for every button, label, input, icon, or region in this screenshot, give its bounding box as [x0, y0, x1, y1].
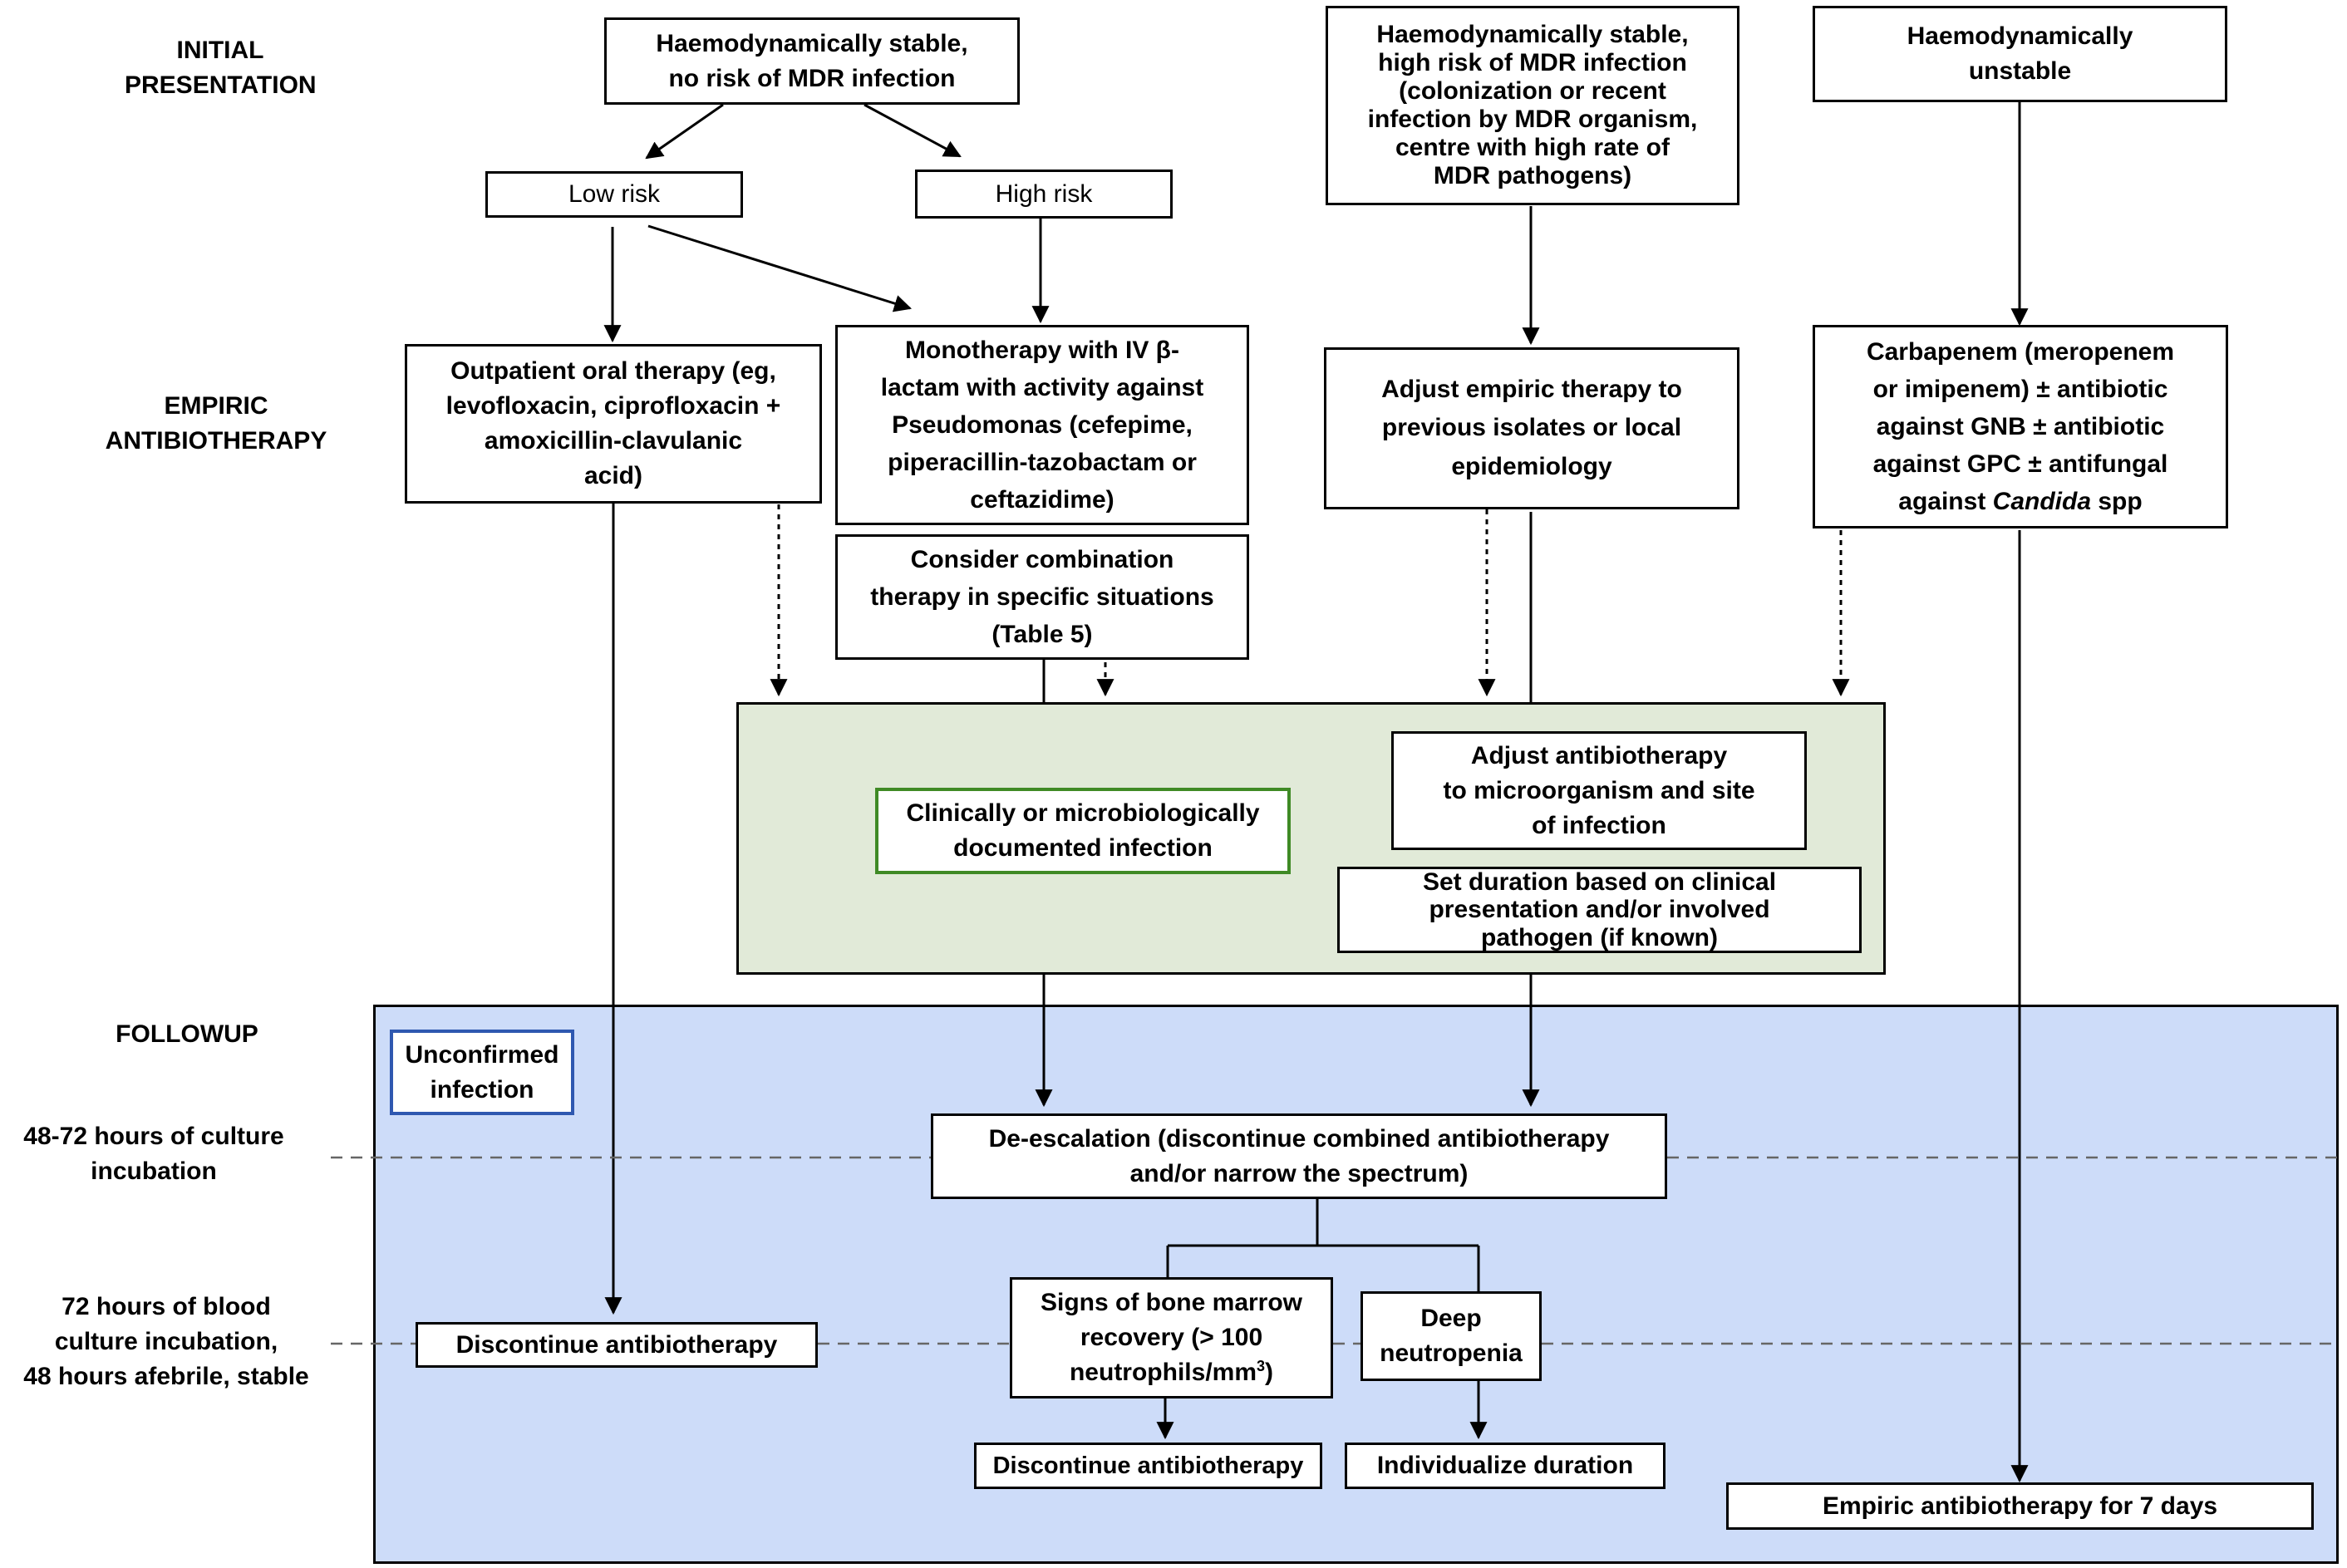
stable-no-mdr-line1: Haemodynamically stable, [656, 29, 968, 57]
discontinue-left-text: Discontinue antibiotherapy [455, 1330, 778, 1359]
carbapenem-candida: Candida [1992, 488, 2092, 515]
monotherapy-line4: piperacillin-tazobactam or [888, 449, 1197, 476]
outpatient-line1: Outpatient oral therapy (eg, [450, 357, 776, 385]
box-empiric-7-days: Empiric antibiotherapy for 7 days [1726, 1482, 2314, 1530]
deescalation-line2: and/or narrow the spectrum) [1129, 1159, 1469, 1187]
unstable-line2: unstable [1968, 57, 2072, 85]
label-empiric-line: EMPIRIC [164, 392, 268, 420]
individualize-text: Individualize duration [1376, 1452, 1634, 1479]
box-monotherapy: Monotherapy with IV β- lactam with activ… [835, 325, 1249, 525]
low-risk-text: Low risk [568, 180, 661, 208]
box-discontinue-left: Discontinue antibiotherapy [416, 1322, 818, 1368]
set-duration-line3: pathogen (if known) [1481, 923, 1718, 951]
box-unstable: Haemodynamically unstable [1813, 6, 2227, 102]
label-48-72-hours: 48-72 hours of culture incubation [0, 1119, 308, 1189]
discontinue-mid-text: Discontinue antibiotherapy [992, 1452, 1304, 1479]
stable-no-mdr-line2: no risk of MDR infection [668, 64, 956, 92]
box-discontinue-mid: Discontinue antibiotherapy [974, 1443, 1322, 1489]
adjust-antibio-line3: of infection [1532, 811, 1666, 839]
unstable-line1: Haemodynamically [1907, 22, 2133, 50]
label-72-line3: 48 hours afebrile, stable [23, 1363, 309, 1390]
deescalation-line1: De-escalation (discontinue combined anti… [988, 1124, 1610, 1153]
box-stable-mdr: Haemodynamically stable, high risk of MD… [1326, 6, 1739, 205]
recovery-line2: recovery (> 100 [1080, 1324, 1263, 1351]
carbapenem-line1: Carbapenem (meropenem [1866, 338, 2175, 366]
adjust-empiric-line3: epidemiology [1451, 452, 1612, 480]
arrow-low-to-monotherapy [647, 224, 913, 312]
label-followup: FOLLOWUP [100, 1017, 274, 1052]
monotherapy-line2: lactam with activity against [880, 374, 1204, 401]
carbapenem-line4: against GPC ± antifungal [1872, 450, 2168, 478]
box-stable-no-mdr: Haemodynamically stable, no risk of MDR … [604, 17, 1020, 105]
box-combination: Consider combination therapy in specific… [835, 534, 1249, 660]
label-initial-presentation: INITIAL PRESENTATION [125, 33, 317, 103]
documented-line1: Clinically or microbiologically [906, 799, 1260, 827]
adjust-empiric-line1: Adjust empiric therapy to [1381, 375, 1682, 403]
set-duration-line2: presentation and/or involved [1429, 896, 1770, 924]
deep-line2: neutropenia [1380, 1339, 1523, 1367]
box-bone-marrow-recovery: Signs of bone marrow recovery (> 100 neu… [1010, 1277, 1333, 1398]
stable-mdr-line5: centre with high rate of [1395, 133, 1670, 161]
recovery-line1: Signs of bone marrow [1040, 1289, 1303, 1316]
high-risk-text: High risk [995, 179, 1093, 208]
box-documented-infection: Clinically or microbiologically document… [875, 788, 1291, 874]
box-adjust-empiric: Adjust empiric therapy to previous isola… [1324, 347, 1739, 509]
label-presentation-line: PRESENTATION [125, 71, 317, 99]
carbapenem-line5-post: spp [2091, 488, 2143, 515]
monotherapy-line1: Monotherapy with IV β- [905, 337, 1179, 364]
outpatient-line3: amoxicillin-clavulanic [484, 427, 743, 455]
stable-mdr-line2: high risk of MDR infection [1378, 49, 1687, 77]
combination-line2: therapy in specific situations [870, 583, 1214, 611]
box-individualize-duration: Individualize duration [1345, 1443, 1666, 1489]
carbapenem-line2: or imipenem) ± antibiotic [1872, 376, 2168, 403]
outpatient-line4: acid) [583, 462, 642, 489]
box-high-risk: High risk [915, 170, 1173, 219]
box-carbapenem: Carbapenem (meropenem or imipenem) ± ant… [1813, 325, 2228, 528]
label-antibiotherapy-line: ANTIBIOTHERAPY [105, 427, 327, 455]
combination-line3: (Table 5) [991, 621, 1093, 648]
carbapenem-line3: against GNB ± antibiotic [1876, 413, 2165, 440]
adjust-antibio-line2: to microorganism and site [1443, 776, 1755, 804]
label-48-72-line1: 48-72 hours of culture [23, 1123, 284, 1150]
label-72-line1: 72 hours of blood [62, 1293, 271, 1320]
set-duration-line1: Set duration based on clinical [1422, 868, 1777, 896]
box-deescalation: De-escalation (discontinue combined anti… [931, 1113, 1667, 1199]
adjust-empiric-line2: previous isolates or local [1381, 414, 1682, 442]
adjust-antibio-line1: Adjust antibiotherapy [1470, 741, 1728, 769]
stable-mdr-line1: Haemodynamically stable, [1376, 21, 1689, 49]
unconfirmed-line2: infection [430, 1075, 534, 1103]
stable-mdr-line6: MDR pathogens) [1433, 161, 1632, 189]
recovery-line3-post: ) [1265, 1359, 1274, 1386]
box-adjust-antibiotherapy: Adjust antibiotherapy to microorganism a… [1391, 731, 1807, 850]
arrow-to-high-risk [864, 103, 962, 158]
box-unconfirmed-infection: Unconfirmed infection [390, 1030, 574, 1115]
label-48-72-line2: incubation [91, 1158, 217, 1185]
recovery-superscript: 3 [1257, 1358, 1266, 1374]
stable-mdr-line4: infection by MDR organism, [1367, 106, 1698, 133]
label-empiric-antibiotherapy: EMPIRIC ANTIBIOTHERAPY [83, 389, 349, 459]
label-initial-line: INITIAL [176, 37, 264, 64]
arrow-to-low-risk [645, 103, 724, 160]
box-outpatient-oral: Outpatient oral therapy (eg, levofloxaci… [405, 344, 822, 504]
monotherapy-line3: Pseudomonas (cefepime, [892, 411, 1193, 439]
carbapenem-line5-pre: against [1898, 488, 1993, 515]
deep-line1: Deep [1420, 1305, 1482, 1332]
monotherapy-line5: ceftazidime) [970, 486, 1114, 514]
label-followup-line: FOLLOWUP [116, 1020, 258, 1048]
combination-line1: Consider combination [910, 546, 1174, 573]
box-low-risk: Low risk [485, 171, 743, 218]
stable-mdr-line3: (colonization or recent [1399, 77, 1666, 106]
documented-line2: documented infection [953, 834, 1213, 862]
label-72-hours: 72 hours of blood culture incubation, 48… [0, 1290, 332, 1394]
outpatient-line2: levofloxacin, ciprofloxacin + [445, 392, 781, 420]
recovery-line3-text: neutrophils/mm [1069, 1359, 1257, 1386]
recovery-line3: neutrophils/mm3) [1041, 1355, 1302, 1390]
box-set-duration: Set duration based on clinical presentat… [1337, 867, 1862, 953]
label-72-line2: culture incubation, [54, 1328, 278, 1355]
empiric7-text: Empiric antibiotherapy for 7 days [1822, 1492, 2218, 1520]
carbapenem-line5: against Candida spp [1867, 483, 2174, 520]
box-deep-neutropenia: Deep neutropenia [1360, 1291, 1542, 1381]
unconfirmed-line1: Unconfirmed [405, 1040, 559, 1069]
